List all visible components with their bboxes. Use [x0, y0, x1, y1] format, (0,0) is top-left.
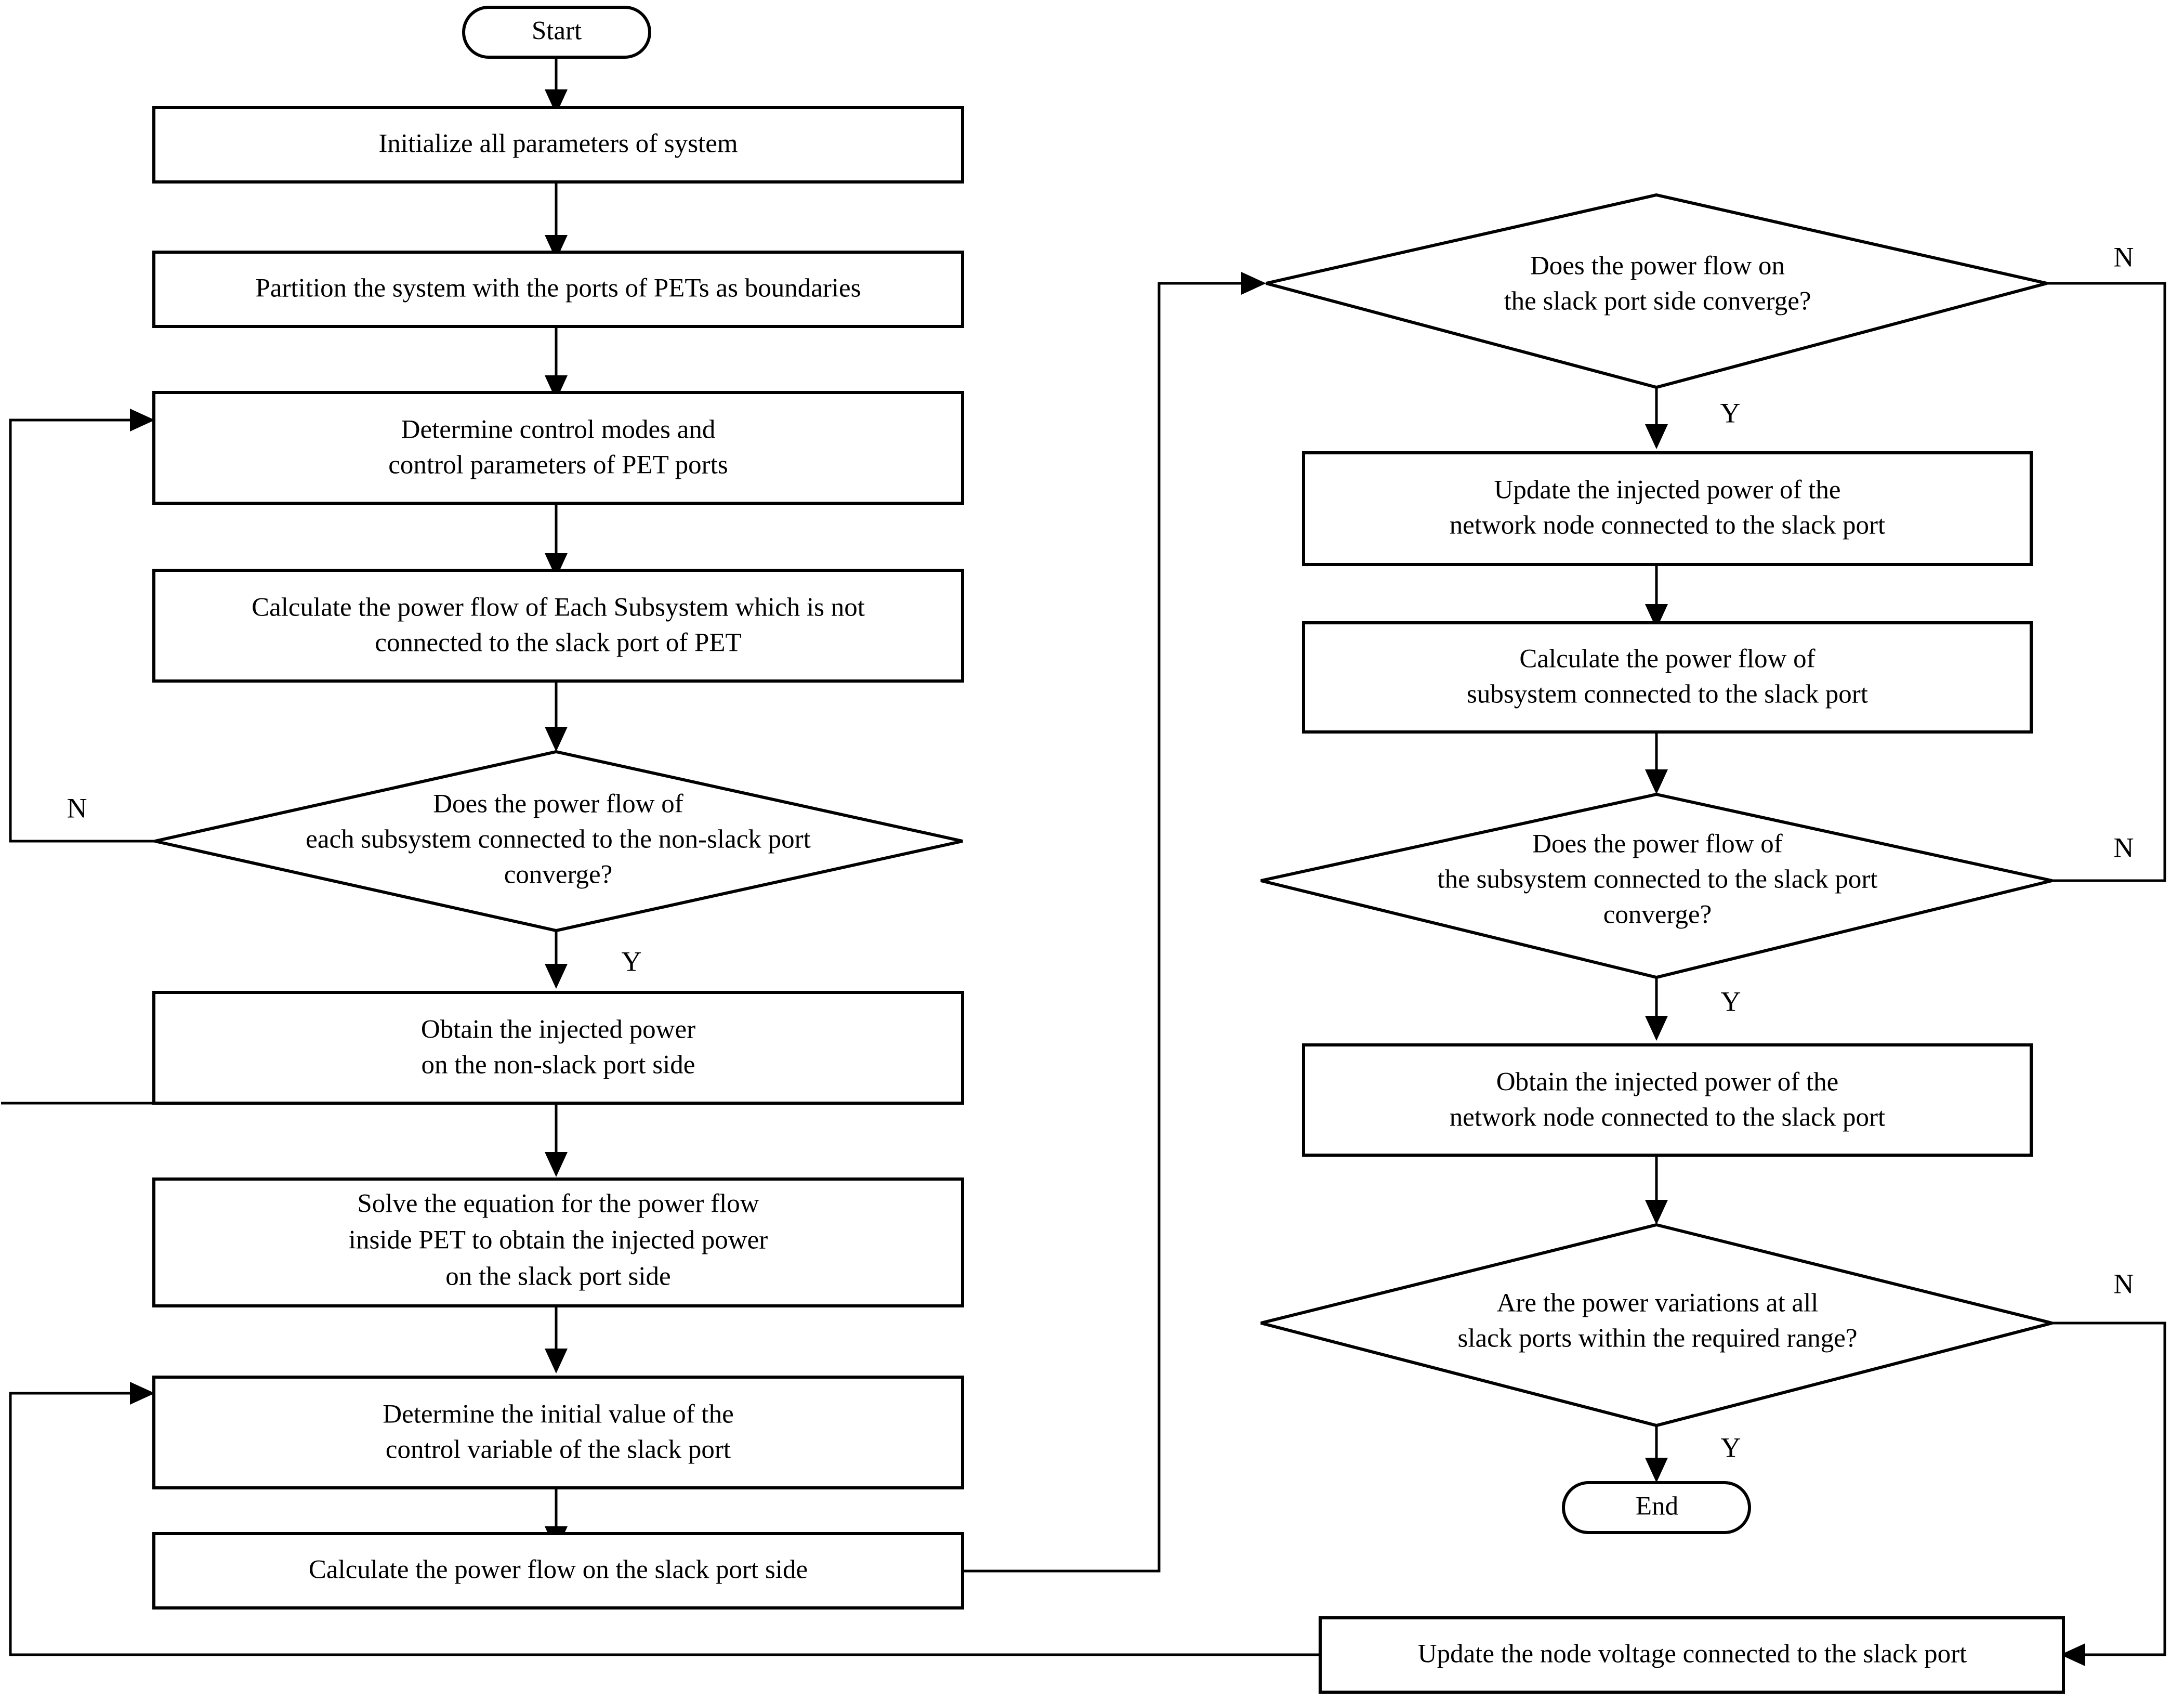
edge-init-to-partition [545, 182, 568, 260]
node-calc-each-subsystem[interactable]: Calculate the power flow of Each Subsyst… [152, 569, 964, 683]
node-decision-nonslack-converge[interactable]: Does the power flow of each subsystem co… [154, 750, 963, 933]
edge-obtain-injected-to-dec-variations [1645, 1155, 1668, 1225]
edge-obtain-nonslack-to-solve-equation [1, 1102, 568, 1177]
node-decision-nonslack-line1: Does the power flow of [433, 790, 683, 819]
node-update-node-voltage[interactable]: Update the node voltage connected to the… [1319, 1616, 2065, 1694]
edge-dec-variations-yes [1645, 1425, 1668, 1483]
node-end[interactable]: End [1562, 1481, 1751, 1534]
node-solve-equation[interactable]: Solve the equation for the power flow in… [152, 1177, 964, 1307]
branch-label-nonslack-no: N [67, 792, 87, 823]
branch-label-nonslack-yes: Y [622, 946, 642, 977]
branch-label-variations-no: N [2114, 1268, 2134, 1299]
node-solve-equation-line3: on the slack port side [445, 1262, 670, 1291]
node-calc-each-subsystem-line2: connected to the slack port of PET [375, 629, 741, 658]
node-obtain-injected-nonslack-line1: Obtain the injected power [421, 1015, 695, 1044]
node-update-injected-power-line1: Update the injected power of the [1494, 476, 1841, 505]
node-decision-slack-side-line2: the slack port side converge? [1504, 287, 1811, 316]
node-obtain-injected-nonslack-line2: on the non-slack port side [422, 1051, 695, 1080]
node-determine-control-modes[interactable]: Determine control modes and control para… [152, 391, 964, 505]
node-initialize-parameters-label: Initialize all parameters of system [378, 129, 738, 159]
node-determine-control-modes-line2: control parameters of PET ports [388, 451, 728, 480]
node-decision-slack-side-converge[interactable]: Does the power flow on the slack port si… [1266, 193, 2047, 389]
node-calc-subsystem-slack[interactable]: Calculate the power flow of subsystem co… [1302, 621, 2033, 734]
edge-update-injected-to-calc-sub-slack [1645, 565, 1668, 629]
node-decision-nonslack-line3: converge? [504, 860, 613, 889]
node-decision-power-variations[interactable]: Are the power variations at all slack po… [1260, 1223, 2053, 1428]
node-determine-control-modes-line1: Determine control modes and [401, 415, 716, 444]
node-decision-subsystem-line3: converge? [1603, 900, 1712, 930]
node-update-injected-power-line2: network node connected to the slack port [1450, 511, 1885, 540]
node-decision-power-variations-line2: slack ports within the required range? [1458, 1324, 1858, 1353]
node-determine-initial-value-line1: Determine the initial value of the [383, 1400, 734, 1429]
node-determine-initial-value-line2: control variable of the slack port [386, 1435, 731, 1464]
edge-dec-nonslack-no-loop [9, 409, 155, 843]
edge-solve-equation-to-determine-initial [545, 1306, 568, 1373]
node-obtain-injected-network-node-line2: network node connected to the slack port [1450, 1103, 1885, 1132]
node-decision-subsystem-line2: the subsystem connected to the slack por… [1438, 865, 1878, 894]
node-initialize-parameters[interactable]: Initialize all parameters of system [152, 106, 964, 184]
node-decision-slack-side-line1: Does the power flow on [1530, 252, 1785, 281]
edge-determine-modes-to-calc-each-sub [545, 503, 568, 578]
edge-dec-slack-side-yes [1645, 387, 1668, 449]
edge-partition-to-determine-modes [545, 326, 568, 400]
node-partition-system[interactable]: Partition the system with the ports of P… [152, 251, 964, 328]
branch-label-sub-slack-yes: Y [1721, 986, 1741, 1017]
node-update-injected-power[interactable]: Update the injected power of the network… [1302, 451, 2033, 566]
edge-dec-slack-side-no-loop [2047, 282, 2166, 882]
node-calc-subsystem-slack-line2: subsystem connected to the slack port [1467, 680, 1868, 709]
edge-update-voltage-to-determine-initial [9, 1382, 1320, 1656]
node-solve-equation-line2: inside PET to obtain the injected power [349, 1226, 768, 1255]
edge-calc-sub-slack-to-dec-sub-slack [1645, 732, 1668, 794]
branch-label-slack-side-no: N [2114, 241, 2134, 272]
node-obtain-injected-nonslack[interactable]: Obtain the injected power on the non-sla… [152, 991, 964, 1105]
edge-dec-variations-no-loop [2052, 1321, 2166, 1666]
node-calc-each-subsystem-line1: Calculate the power flow of Each Subsyst… [252, 593, 865, 622]
node-start-label: Start [532, 17, 582, 46]
edge-calc-slack-side-to-dec-slack-side [963, 272, 1266, 1573]
edge-start-to-init [545, 57, 568, 114]
branch-label-variations-yes: Y [1721, 1432, 1741, 1463]
edge-dec-nonslack-yes [545, 931, 568, 989]
branch-label-sub-slack-no: N [2114, 832, 2134, 863]
node-calc-slack-port-side[interactable]: Calculate the power flow on the slack po… [152, 1532, 964, 1610]
node-decision-nonslack-line2: each subsystem connected to the non-slac… [306, 825, 811, 854]
node-update-node-voltage-label: Update the node voltage connected to the… [1418, 1640, 1967, 1669]
node-partition-system-label: Partition the system with the ports of P… [255, 274, 861, 303]
node-calc-subsystem-slack-line1: Calculate the power flow of [1519, 645, 1815, 674]
edge-dec-sub-slack-yes [1645, 977, 1668, 1041]
node-obtain-injected-network-node[interactable]: Obtain the injected power of the network… [1302, 1043, 2033, 1157]
edge-calc-each-sub-to-dec-nonslack [545, 681, 568, 752]
node-decision-subsystem-line1: Does the power flow of [1532, 830, 1783, 859]
node-calc-slack-port-side-label: Calculate the power flow on the slack po… [309, 1555, 808, 1585]
node-end-label: End [1636, 1492, 1678, 1521]
branch-label-slack-side-yes: Y [1720, 397, 1741, 428]
node-start[interactable]: Start [462, 6, 651, 59]
node-obtain-injected-network-node-line1: Obtain the injected power of the [1496, 1068, 1839, 1097]
node-solve-equation-line1: Solve the equation for the power flow [357, 1189, 759, 1219]
node-decision-power-variations-line1: Are the power variations at all [1497, 1289, 1819, 1318]
node-decision-subsystem-converge[interactable]: Does the power flow of the subsystem con… [1260, 792, 2053, 979]
node-determine-initial-value[interactable]: Determine the initial value of the contr… [152, 1376, 964, 1489]
